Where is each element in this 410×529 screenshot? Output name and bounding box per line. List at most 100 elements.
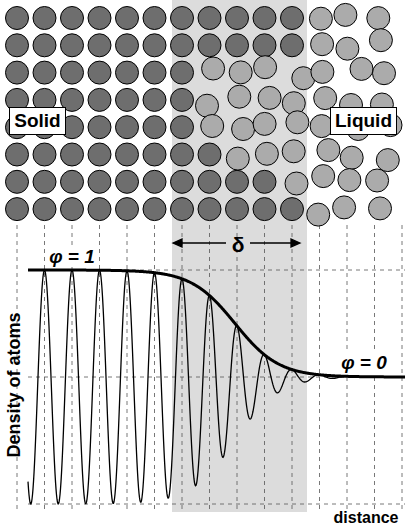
atom: [198, 170, 221, 193]
atom: [312, 165, 335, 188]
atom: [281, 7, 304, 30]
atom: [6, 198, 29, 221]
grid-lines: [17, 225, 402, 510]
atom: [253, 7, 276, 30]
atom: [6, 7, 29, 30]
atom: [88, 143, 111, 166]
atom: [61, 198, 84, 221]
atom: [171, 61, 194, 84]
level-lines: [28, 270, 405, 504]
atom: [311, 33, 334, 56]
atom: [116, 116, 139, 139]
atom: [198, 143, 221, 166]
atom: [338, 169, 361, 192]
atom: [88, 7, 111, 30]
atom: [33, 34, 56, 57]
atom: [171, 116, 194, 139]
atom: [228, 85, 251, 108]
atom: [171, 7, 194, 30]
atom: [33, 61, 56, 84]
region-label: Liquid: [335, 110, 392, 132]
atom: [202, 57, 225, 80]
atom: [33, 170, 56, 193]
atom: [6, 170, 29, 193]
atom: [33, 143, 56, 166]
atom: [61, 170, 84, 193]
atom: [255, 142, 278, 165]
phase-value: φ = 1: [47, 246, 97, 267]
atom: [143, 198, 166, 221]
atom: [171, 88, 194, 111]
atom: [367, 7, 390, 30]
atom: [258, 86, 281, 109]
atom: [340, 146, 363, 169]
atom: [281, 34, 304, 57]
atom: [88, 34, 111, 57]
atom: [88, 116, 111, 139]
atom: [171, 143, 194, 166]
atom: [143, 143, 166, 166]
atom: [226, 7, 249, 30]
atom: [201, 115, 224, 138]
atom: [336, 37, 359, 60]
phase-value: φ = 0: [339, 352, 389, 373]
density-curve: [28, 270, 405, 504]
atom: [116, 198, 139, 221]
atom: [333, 196, 356, 219]
atom: [198, 34, 221, 57]
atom: [6, 61, 29, 84]
atoms: [6, 3, 403, 226]
atom: [6, 143, 29, 166]
atom: [143, 170, 166, 193]
atom: [226, 198, 249, 221]
atom: [61, 61, 84, 84]
phase-field-curve: [28, 270, 405, 377]
atom: [33, 198, 56, 221]
atom: [6, 34, 29, 57]
axis-title: distance: [334, 510, 399, 526]
atom: [116, 143, 139, 166]
atom: [253, 112, 276, 135]
interface-width: δ: [232, 234, 245, 255]
axis-title: Density of atoms: [5, 312, 23, 457]
atom: [226, 147, 249, 170]
atom: [143, 116, 166, 139]
atom: [196, 94, 219, 117]
atom: [143, 34, 166, 57]
atom: [285, 172, 308, 195]
atom: [253, 198, 276, 221]
atom: [61, 34, 84, 57]
atom: [198, 198, 221, 221]
region-label-box: Liquid: [330, 107, 397, 135]
atom: [88, 170, 111, 193]
atom: [143, 61, 166, 84]
atom: [311, 60, 334, 83]
atom: [116, 88, 139, 111]
atom: [171, 170, 194, 193]
atom: [229, 61, 252, 84]
atom: [143, 88, 166, 111]
atom: [366, 169, 389, 192]
atom: [253, 170, 276, 193]
region-label: Solid: [14, 110, 60, 132]
atom: [171, 34, 194, 57]
atom: [307, 203, 330, 226]
atom: [88, 198, 111, 221]
atom: [281, 198, 304, 221]
atom: [198, 7, 221, 30]
atom: [88, 61, 111, 84]
atom: [369, 29, 392, 52]
atom: [61, 7, 84, 30]
atom: [232, 118, 255, 141]
atom: [33, 7, 56, 30]
atom: [309, 7, 332, 30]
atom: [282, 140, 305, 163]
atom: [226, 34, 249, 57]
atom: [226, 170, 249, 193]
atom: [88, 88, 111, 111]
atom: [253, 34, 276, 57]
atom: [116, 61, 139, 84]
atom: [376, 149, 399, 172]
atom: [116, 7, 139, 30]
atom: [317, 139, 340, 162]
